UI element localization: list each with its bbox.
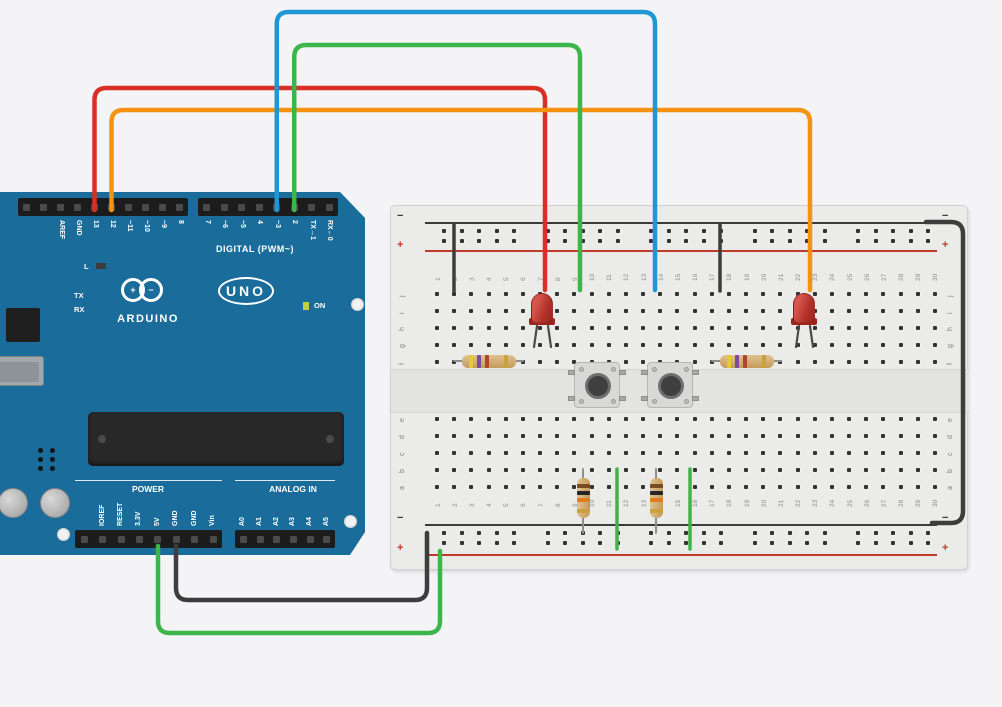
top-positive-rail-line	[425, 250, 937, 252]
mounting-hole	[350, 297, 364, 311]
power-header-strip	[75, 530, 222, 548]
power-jack-barrel	[0, 362, 39, 382]
resistor-band	[727, 355, 731, 368]
resistor-band	[577, 484, 590, 488]
icsp-pin	[49, 465, 55, 471]
icsp-pin	[37, 465, 43, 471]
icsp-pin	[37, 456, 43, 462]
button-leg	[619, 396, 626, 401]
led-l-label: L	[84, 262, 89, 271]
icsp-pin	[37, 447, 43, 453]
icsp-pin	[49, 447, 55, 453]
power-led	[303, 302, 309, 310]
capacitor	[40, 488, 70, 518]
resistor-horizontal-2[interactable]	[720, 355, 774, 368]
button-corner-dot	[611, 367, 616, 372]
arduino-logo-right-loop: −	[139, 278, 163, 302]
l-led	[96, 263, 106, 269]
resistor-band	[743, 355, 747, 368]
analog-section-line	[235, 480, 335, 481]
microcontroller-chip	[88, 412, 344, 466]
tx-label: TX	[74, 291, 84, 300]
usb-interface-chip	[6, 308, 40, 342]
bottom-positive-rail-line	[425, 554, 937, 556]
button-corner-dot	[579, 367, 584, 372]
button-cap[interactable]	[585, 373, 611, 399]
model-label: UNO	[225, 283, 267, 299]
icsp-pin	[49, 456, 55, 462]
led-red-1[interactable]	[529, 293, 555, 329]
button-leg	[568, 396, 575, 401]
digital-header-strip-right	[198, 198, 338, 216]
button-leg	[692, 370, 699, 375]
button-corner-dot	[611, 399, 616, 404]
bottom-negative-rail-line	[425, 524, 937, 526]
resistor-band	[577, 498, 590, 502]
digital-pwm-label: DIGITAL (PWM~)	[216, 244, 294, 254]
chip-pin1-dot	[98, 435, 106, 443]
power-jack	[0, 356, 44, 386]
analog-in-label: ANALOG IN	[269, 484, 317, 494]
button-leg	[568, 370, 575, 375]
arduino-uno-board[interactable]: DIGITAL (PWM~) L TX RX + − UNO ARDUINO O…	[0, 192, 365, 555]
button-cap[interactable]	[658, 373, 684, 399]
resistor-band	[762, 355, 766, 368]
resistor-band	[485, 355, 489, 368]
resistor-horizontal-1[interactable]	[462, 355, 516, 368]
resistor-vertical-2[interactable]	[650, 478, 663, 518]
power-section-line	[75, 480, 222, 481]
button-leg	[692, 396, 699, 401]
capacitor	[0, 488, 28, 518]
brand-label: ARDUINO	[117, 313, 179, 325]
button-corner-dot	[684, 367, 689, 372]
on-label: ON	[314, 301, 326, 310]
resistor-band	[477, 355, 481, 368]
button-corner-dot	[652, 399, 657, 404]
power-label: POWER	[131, 484, 165, 494]
pushbutton-2[interactable]	[641, 362, 699, 408]
led-bulb	[531, 293, 553, 323]
resistor-band	[650, 484, 663, 488]
uno-badge: UNO	[218, 277, 274, 305]
button-corner-dot	[652, 367, 657, 372]
digital-header-strip-left	[18, 198, 188, 216]
pushbutton-1[interactable]	[568, 362, 626, 408]
mounting-hole	[343, 514, 357, 528]
resistor-band	[650, 498, 663, 502]
mounting-hole	[56, 527, 70, 541]
resistor-band	[504, 355, 508, 368]
resistor-band	[735, 355, 739, 368]
button-corner-dot	[684, 399, 689, 404]
logo-minus: −	[148, 284, 154, 295]
resistor-band	[469, 355, 473, 368]
chip-end-dot	[326, 435, 334, 443]
resistor-vertical-1[interactable]	[577, 478, 590, 518]
rx-label: RX	[74, 305, 85, 314]
top-negative-rail-line	[425, 222, 937, 224]
resistor-band	[650, 491, 663, 495]
button-leg	[641, 396, 648, 401]
button-leg	[619, 370, 626, 375]
button-leg	[641, 370, 648, 375]
resistor-band	[577, 509, 590, 513]
resistor-band	[650, 509, 663, 513]
button-corner-dot	[579, 399, 584, 404]
logo-plus: +	[130, 284, 136, 295]
led-bulb	[793, 293, 815, 323]
led-red-2[interactable]	[791, 293, 817, 329]
resistor-band	[577, 491, 590, 495]
analog-header-strip	[235, 530, 335, 548]
